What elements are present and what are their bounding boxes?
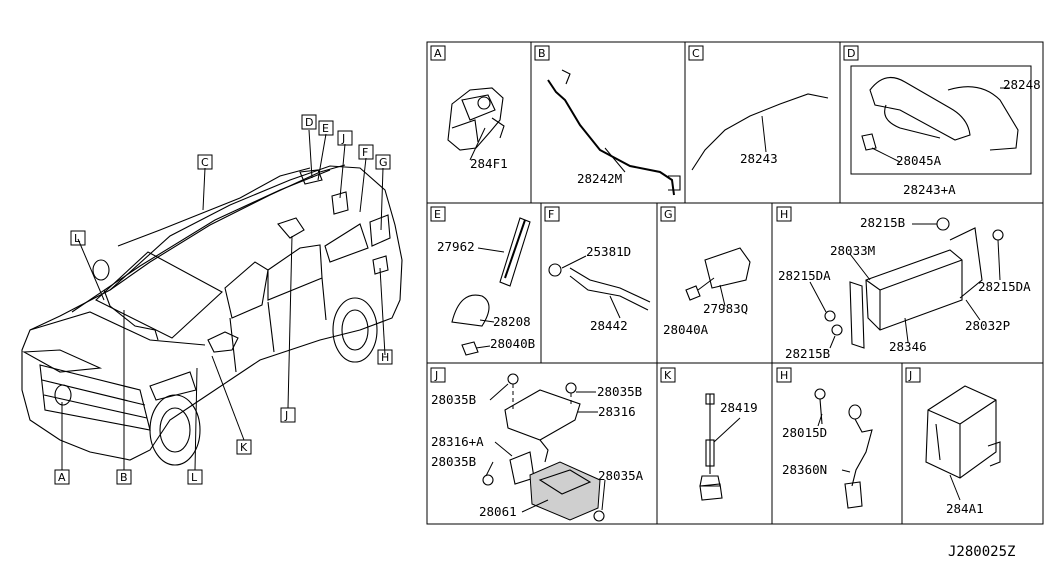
panel-J-bracket: J 28035B 28035B 28316 28316+A 28035B 280…: [430, 367, 644, 522]
part-number: 28419: [720, 400, 758, 415]
part-number: 27962: [437, 239, 475, 254]
part-number: 28316+A: [431, 434, 484, 449]
callout-J: J: [280, 407, 296, 423]
panel-letter: F: [548, 208, 554, 221]
svg-text:K: K: [240, 441, 248, 454]
part-number: 28243: [740, 151, 778, 166]
svg-text:A: A: [58, 471, 66, 484]
panel-E: E 27962 28208 28040B: [430, 206, 535, 356]
panel-F: F 25381D 28442: [544, 206, 651, 333]
svg-text:H: H: [381, 351, 389, 364]
panel-letter: E: [434, 208, 441, 221]
panel-D: D 28248 28045A 28243+A: [843, 45, 1041, 197]
callout-F: F: [358, 144, 374, 160]
svg-text:J: J: [341, 132, 345, 145]
svg-text:D: D: [305, 116, 313, 129]
callout-J: J: [337, 130, 353, 146]
panel-H: H 28215B 28033M 28215DA 28215DA 28032P 2…: [776, 206, 1031, 361]
panel-G: G 27983Q 28040A: [660, 206, 751, 337]
svg-text:G: G: [379, 156, 388, 169]
panel-B: B 28242M: [534, 45, 681, 196]
callout-C: C: [197, 154, 213, 170]
part-number: 28040B: [490, 336, 535, 351]
part-number: 27983Q: [703, 301, 748, 316]
callout-G: G: [375, 154, 391, 170]
panel-C: C 28243: [688, 45, 829, 171]
part-number: 28035B: [431, 392, 476, 407]
panel-letter: H: [780, 369, 788, 382]
callout-B: B: [116, 469, 132, 485]
part-number: 284F1: [470, 156, 508, 171]
part-number: 28035B: [597, 384, 642, 399]
part-number: 28215B: [785, 346, 830, 361]
panel-A: A 284F1: [430, 45, 508, 171]
part-number: 28032P: [965, 318, 1010, 333]
panel-letter: J: [434, 369, 438, 382]
part-number: 28442: [590, 318, 628, 333]
part-number: 28015D: [782, 425, 827, 440]
svg-text:J: J: [284, 409, 288, 422]
vehicle-illustration: [21, 129, 403, 471]
callout-K: K: [236, 439, 252, 455]
part-number: 28215DA: [978, 279, 1031, 294]
part-number: 28316: [598, 404, 636, 419]
callout-A: A: [54, 469, 70, 485]
svg-text:C: C: [201, 156, 209, 169]
panel-K: K 28419: [660, 367, 758, 501]
part-number: 28248: [1003, 77, 1041, 92]
part-number: 28346: [889, 339, 927, 354]
panel-H-harness: H 28015D 28360N: [776, 367, 873, 509]
panel-letter: H: [780, 208, 788, 221]
panel-letter: J: [908, 369, 912, 382]
part-number: 25381D: [586, 244, 631, 259]
part-number: 28243+A: [903, 182, 956, 197]
svg-text:L: L: [191, 471, 198, 484]
callout-H: H: [377, 349, 393, 365]
panel-letter: G: [664, 208, 673, 221]
part-number: 28045A: [896, 153, 942, 168]
callout-E: E: [318, 120, 334, 136]
panel-letter: A: [434, 47, 442, 60]
callout-L: L: [70, 230, 86, 246]
panel-letter: C: [692, 47, 700, 60]
callout-L: L: [187, 469, 203, 485]
svg-text:F: F: [362, 146, 368, 159]
diagram-code: J280025Z: [948, 544, 1015, 560]
vehicle-callouts: D E J F G C L H A B L J K: [54, 114, 393, 485]
part-number: 28215B: [860, 215, 905, 230]
panel-letter: B: [538, 47, 546, 60]
svg-text:B: B: [120, 471, 128, 484]
part-number: 28215DA: [778, 268, 831, 283]
part-number: 28033M: [830, 243, 875, 258]
panel-letter: D: [847, 47, 855, 60]
part-number: 28035B: [431, 454, 476, 469]
svg-text:E: E: [322, 122, 329, 135]
part-number: 28061: [479, 504, 517, 519]
part-number: 28208: [493, 314, 531, 329]
callout-D: D: [301, 114, 317, 130]
part-number: 28035A: [598, 468, 644, 483]
panel-grid: [426, 41, 1044, 525]
part-number: 28360N: [782, 462, 827, 477]
part-number: 28242M: [577, 171, 622, 186]
svg-text:L: L: [74, 232, 81, 245]
part-number: 28040A: [663, 322, 709, 337]
part-number: 284A1: [946, 501, 984, 516]
panel-J-module: J 284A1: [905, 367, 1001, 516]
panel-letter: K: [664, 369, 672, 382]
